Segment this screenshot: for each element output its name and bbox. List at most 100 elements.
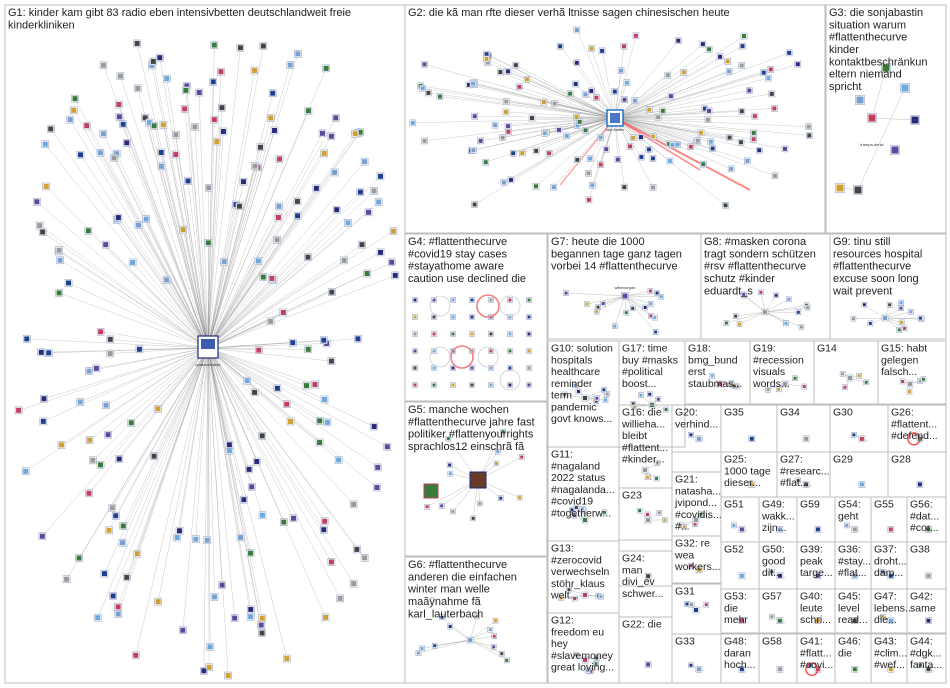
group-label-line: G33	[675, 636, 695, 648]
user-node	[218, 581, 226, 589]
group-label-g49: G49:wakk...zijn...	[761, 499, 795, 535]
edge-line	[207, 347, 388, 447]
user-node-image	[633, 33, 638, 38]
group-box-g24	[618, 550, 673, 587]
user-node	[275, 202, 283, 211]
user-node	[835, 183, 845, 193]
user-node	[858, 435, 866, 443]
user-node-image	[710, 374, 714, 378]
user-node-image	[37, 223, 43, 229]
user-node	[320, 149, 329, 158]
user-node-image	[248, 614, 254, 620]
user-node-image	[284, 656, 290, 662]
user-node	[236, 43, 245, 52]
user-node-image	[518, 496, 522, 500]
user-node	[213, 137, 221, 146]
user-node-image	[303, 383, 309, 389]
edge-line	[153, 61, 209, 349]
user-node-image	[475, 614, 479, 618]
user-node	[573, 59, 581, 67]
user-node-image	[891, 146, 899, 154]
user-node-image	[619, 68, 624, 73]
user-node-image	[451, 315, 455, 319]
user-node-image	[485, 60, 490, 65]
user-node-image	[646, 475, 650, 479]
user-node-image	[690, 603, 694, 607]
user-node	[250, 66, 259, 75]
user-node-image	[155, 406, 161, 412]
edge-line	[185, 90, 209, 349]
group-label-line: #flat...	[838, 567, 867, 579]
user-node	[597, 161, 605, 168]
edge-line	[207, 347, 316, 385]
user-node	[846, 374, 854, 382]
user-node	[688, 432, 694, 438]
group-label-g33: G33	[675, 636, 695, 648]
user-node	[744, 157, 751, 165]
group-label-line: leute	[800, 602, 823, 614]
user-node	[593, 94, 600, 101]
user-node	[695, 566, 703, 574]
user-node-image	[489, 349, 493, 353]
user-node	[154, 405, 162, 413]
user-node	[642, 304, 648, 311]
user-node-image	[93, 365, 99, 371]
user-node-image	[207, 644, 213, 650]
user-node	[374, 198, 383, 206]
group-label-line: spricht	[829, 81, 861, 93]
edge-line	[614, 90, 750, 119]
user-node	[725, 68, 733, 75]
group-label-line: #covid19 stay cases	[408, 248, 508, 260]
user-node-image	[66, 280, 72, 286]
edge-line	[42, 347, 209, 537]
user-node-image	[86, 490, 92, 496]
group-label-line: dam...	[874, 567, 903, 579]
user-node	[851, 572, 859, 580]
user-node-image	[305, 346, 311, 352]
user-node-image	[601, 302, 605, 306]
group-label-g34: G34	[780, 407, 800, 419]
group-label-line: G44:	[910, 636, 933, 648]
user-node	[251, 162, 259, 170]
edge-line	[614, 117, 698, 141]
user-node	[315, 438, 324, 447]
edge-line	[100, 331, 209, 349]
user-node	[431, 365, 437, 371]
user-node-image	[655, 461, 659, 465]
user-node-image	[128, 420, 134, 426]
user-node-image	[742, 34, 747, 39]
edge-line	[36, 201, 209, 349]
user-node-image	[413, 383, 417, 387]
edge-line	[207, 347, 245, 500]
user-node-image	[508, 332, 512, 336]
user-node	[769, 613, 775, 620]
group-label-line: pandemic	[551, 401, 597, 413]
user-node	[114, 610, 123, 618]
user-node-highlight	[469, 471, 487, 489]
edge-line	[112, 347, 209, 597]
group-label-line: divi_ev	[622, 576, 655, 588]
user-node-image	[638, 509, 642, 513]
user-node-image	[317, 440, 323, 446]
group-label-g1: G1: kinder kam gibt 83 radio eben intens…	[8, 7, 351, 31]
group-label-line: gelegen	[881, 354, 919, 366]
user-node	[573, 26, 581, 34]
edge-line	[207, 117, 271, 349]
group-label-line: #...	[675, 521, 690, 533]
user-node-image	[612, 89, 617, 94]
user-node	[293, 212, 302, 220]
user-node-image	[864, 380, 868, 384]
group-label-line: G10: solution	[551, 343, 613, 355]
user-node-image	[682, 525, 686, 529]
user-node-image	[656, 115, 661, 120]
user-node	[558, 595, 564, 601]
user-node	[805, 123, 812, 131]
user-node-image	[377, 173, 383, 179]
group-label-g52: G52	[724, 544, 744, 556]
group-box-layer	[4, 4, 947, 684]
user-node	[446, 462, 453, 468]
user-node-image	[665, 73, 670, 78]
user-node-image	[40, 229, 46, 235]
